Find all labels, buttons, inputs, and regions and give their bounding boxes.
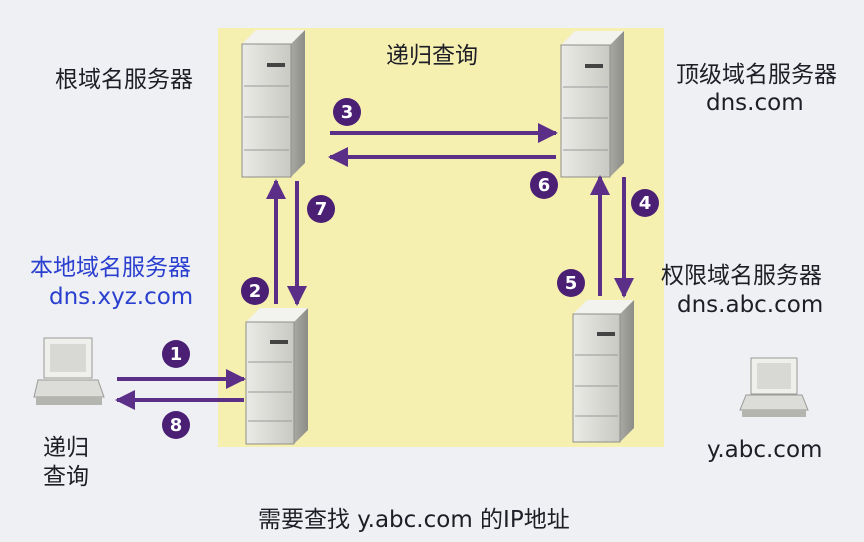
target-host-label: y.abc.com [707,437,823,463]
root-server-icon [241,30,305,178]
local-server-icon [245,308,308,445]
auth-server-icon [572,300,634,443]
step-number: 4 [639,193,652,214]
panel-title: 递归查询 [386,43,478,69]
step-number: 6 [538,175,551,196]
step-number: 8 [170,415,183,436]
tld-server-label: 顶级域名服务器 [676,62,837,88]
step-number: 1 [170,344,183,365]
step-badge-8: 8 [162,411,190,439]
step-badge-3: 3 [333,98,361,126]
caption: 需要查找 y.abc.com 的IP地址 [258,507,570,533]
client-label-line1: 递归 [43,435,89,461]
step-badge-2: 2 [241,277,269,305]
step-badge-4: 4 [631,189,659,217]
step-number: 2 [249,281,262,302]
step-badge-1: 1 [162,340,190,368]
step-number: 3 [341,102,354,123]
step-badge-5: 5 [557,269,585,297]
target-host-computer-icon [739,357,809,417]
auth-server-domain: dns.abc.com [677,292,824,318]
step-badge-6: 6 [530,171,558,199]
client-label-line2: 查询 [43,464,89,490]
tld-server-domain: dns.com [706,90,804,116]
local-server-label: 本地域名服务器 [30,255,191,281]
step-number: 7 [315,199,328,220]
root-server-label: 根域名服务器 [55,67,193,93]
local-server-domain: dns.xyz.com [49,284,194,310]
client-computer-icon [33,337,105,405]
auth-server-label: 权限域名服务器 [661,263,822,289]
tld-server-icon [560,31,624,178]
step-badge-7: 7 [307,195,335,223]
step-number: 5 [565,273,578,294]
